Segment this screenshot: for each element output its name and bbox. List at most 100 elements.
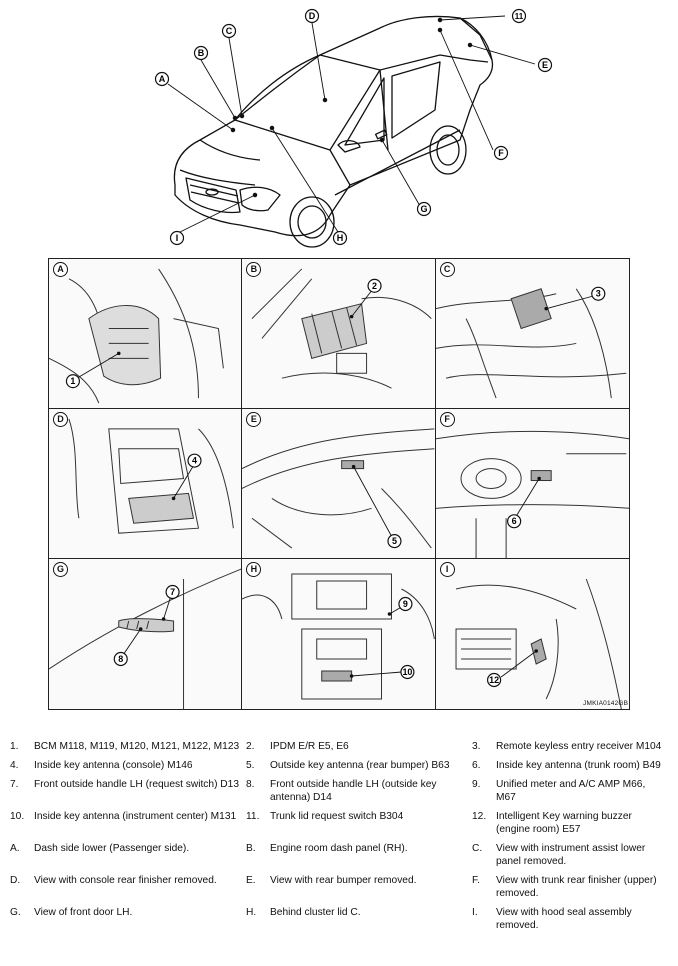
legend-item: 6.Inside key antenna (trunk room) B49 xyxy=(472,760,661,771)
svg-text:G: G xyxy=(420,204,427,214)
legend-item: 1.BCM M118, M119, M120, M121, M122, M123 xyxy=(10,741,240,752)
panel-D-drawing: 4 xyxy=(68,418,234,534)
legend-row: 7.Front outside handle LH (request switc… xyxy=(10,778,670,804)
svg-text:5: 5 xyxy=(392,536,397,546)
figure-code: JMKIA0142GB xyxy=(583,700,629,707)
panel-letter: I xyxy=(439,562,455,577)
car-callout-H: H xyxy=(332,230,348,246)
detail-panel-I: 12 I xyxy=(435,559,629,709)
legend-item: 10.Inside key antenna (instrument center… xyxy=(10,811,237,822)
legend-item: 8.Front outside handle LH (outside key a… xyxy=(246,779,437,803)
panel-G-callout-8: 8 xyxy=(113,651,128,667)
panel-H-drawing: 9 10 xyxy=(242,573,435,700)
detail-panel-C: 3 C xyxy=(435,259,629,409)
legend-item: B.Engine room dash panel (RH). xyxy=(246,843,408,854)
car-callout-I: I xyxy=(169,230,185,246)
panel-H-callout-10: 10 xyxy=(400,664,415,680)
panel-G-callout-7: 7 xyxy=(165,584,180,600)
legend-row: D.View with console rear finisher remove… xyxy=(10,874,670,900)
svg-text:9: 9 xyxy=(403,599,408,609)
svg-text:D: D xyxy=(309,11,316,21)
panel-letter: C xyxy=(439,262,455,277)
legend-item: 3.Remote keyless entry receiver M104 xyxy=(472,741,662,752)
car-callout-E: E xyxy=(537,57,553,73)
svg-text:1: 1 xyxy=(70,376,75,386)
legend-item: G.View of front door LH. xyxy=(10,907,133,918)
detail-panel-A: 1 A xyxy=(49,259,243,409)
detail-panel-G: 7 8 G xyxy=(49,559,243,709)
panel-letter: H xyxy=(246,562,262,577)
legend-item: E.View with rear bumper removed. xyxy=(246,875,417,886)
panel-F-callout: 6 xyxy=(506,514,521,529)
car-callout-G: G xyxy=(416,201,432,217)
svg-text:A: A xyxy=(159,74,166,84)
car-callout-D: D xyxy=(304,8,320,24)
legend-item: C. View with instrument assist lower pan… xyxy=(472,843,646,867)
svg-text:8: 8 xyxy=(118,654,123,664)
panel-G-drawing: 7 8 xyxy=(49,568,242,709)
legend-item: I.View with hood seal assembly removed. xyxy=(472,907,632,931)
panel-B-callout: 2 xyxy=(367,278,382,293)
panel-I-callout: 12 xyxy=(486,672,501,688)
panel-D-callout: 4 xyxy=(187,453,202,468)
svg-text:2: 2 xyxy=(372,281,377,291)
legend-item: 11.Trunk lid request switch B304 xyxy=(246,811,404,822)
svg-text:C: C xyxy=(226,26,233,36)
panel-letter: D xyxy=(53,412,68,427)
panel-E-callout: 5 xyxy=(387,534,402,549)
svg-text:H: H xyxy=(337,233,344,243)
svg-text:6: 6 xyxy=(511,516,516,526)
legend-row: G.View of front door LH. H.Behind cluste… xyxy=(10,906,670,932)
legend-item: D.View with console rear finisher remove… xyxy=(10,875,217,886)
panel-B-drawing: 2 xyxy=(251,268,433,389)
panel-A-drawing: 1 xyxy=(49,268,224,404)
panel-letter: G xyxy=(53,562,68,577)
legend: 1.BCM M118, M119, M120, M121, M122, M123… xyxy=(10,740,670,938)
legend-item: 4.Inside key antenna (console) M146 xyxy=(10,760,193,771)
svg-text:F: F xyxy=(498,148,504,158)
svg-text:B: B xyxy=(198,48,205,58)
panel-letter: B xyxy=(246,262,262,277)
svg-text:10: 10 xyxy=(403,667,413,677)
svg-text:E: E xyxy=(542,60,548,70)
car-line-drawing: A B C D E F G H I 11 xyxy=(154,8,553,248)
detail-panel-D: 4 D xyxy=(49,409,243,559)
svg-text:3: 3 xyxy=(595,289,600,299)
car-callout-F: F xyxy=(493,145,509,161)
legend-item: H.Behind cluster lid C. xyxy=(246,907,361,918)
legend-row: A.Dash side lower (Passenger side). B.En… xyxy=(10,842,670,868)
legend-item: A.Dash side lower (Passenger side). xyxy=(10,843,190,854)
svg-text:7: 7 xyxy=(170,587,175,597)
svg-text:I: I xyxy=(176,233,179,243)
svg-text:12: 12 xyxy=(489,675,499,685)
car-callout-B: B xyxy=(193,45,209,61)
panel-E-drawing: 5 xyxy=(242,428,435,549)
legend-row: 4.Inside key antenna (console) M146 5.Ou… xyxy=(10,759,670,772)
svg-text:4: 4 xyxy=(192,456,197,466)
svg-text:11: 11 xyxy=(515,12,524,21)
panel-letter: E xyxy=(246,412,262,427)
panel-C-drawing: 3 xyxy=(435,286,627,399)
car-callout-C: C xyxy=(221,23,237,39)
legend-item: 9.Unified meter and A/C AMP M66, M67 xyxy=(472,779,646,803)
detail-panel-grid: 1 A 2 B xyxy=(48,258,630,710)
legend-item: 12.Intelligent Key warning buzzer (engin… xyxy=(472,811,632,835)
panel-C-callout: 3 xyxy=(590,286,606,301)
legend-item: 2.IPDM E/R E5, E6 xyxy=(246,741,349,752)
panel-I-drawing: 12 xyxy=(455,578,622,709)
legend-row: 1.BCM M118, M119, M120, M121, M122, M123… xyxy=(10,740,670,753)
panel-H-callout-9: 9 xyxy=(398,596,413,612)
detail-panel-E: 5 E xyxy=(242,409,436,559)
car-callout-11: 11 xyxy=(511,8,527,24)
panel-letter: A xyxy=(53,262,68,277)
detail-panel-F: 6 F xyxy=(435,409,629,559)
detail-panel-B: 2 B xyxy=(242,259,436,409)
panel-letter: F xyxy=(439,412,455,427)
legend-item: F.View with trunk rear finisher (upper) … xyxy=(472,875,657,899)
legend-item: 5.Outside key antenna (rear bumper) B63 xyxy=(246,760,450,771)
panel-A-callout: 1 xyxy=(65,374,80,389)
legend-item: 7.Front outside handle LH (request switc… xyxy=(10,779,239,790)
car-callout-A: A xyxy=(154,71,170,87)
detail-panel-H: 9 10 H xyxy=(242,559,436,709)
car-overview-illustration: A B C D E F G H I 11 xyxy=(0,0,678,255)
